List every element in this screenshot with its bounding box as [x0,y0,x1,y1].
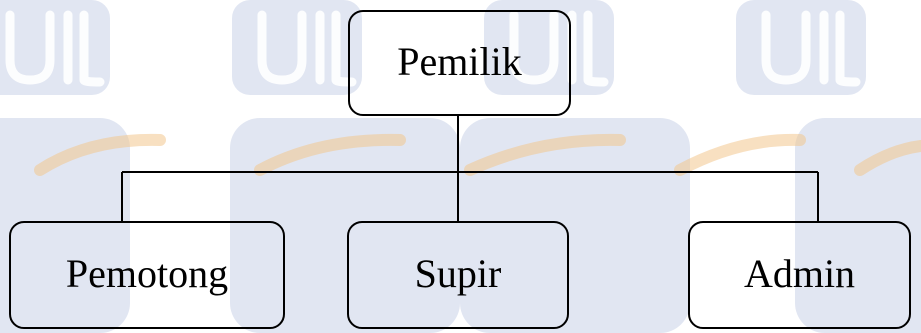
watermark-arc [34,133,166,176]
watermark-logo-tile [460,118,690,333]
node-pemotong: Pemotong [9,221,285,329]
node-box [688,221,911,329]
watermark-logo-tile [0,118,130,333]
node-label: Pemotong [66,251,228,296]
node-label: Supir [415,251,502,296]
watermark-arc [254,133,406,176]
node-label: Pemilik [397,39,521,84]
node-box [9,221,285,329]
node-supir: Supir [347,221,569,329]
node-box [347,221,569,329]
node-box [348,10,571,116]
watermark-logo-tile [795,118,921,333]
watermark-arc [464,133,626,176]
node-label: Admin [744,251,855,296]
watermark-logo-mark [509,10,609,87]
connector-lines [121,115,819,222]
node-admin: Admin [688,221,911,329]
node-pemilik: Pemilik [348,10,571,116]
watermark-arc [854,140,921,176]
watermark-logo-mark [5,10,105,87]
watermark-logo-mark [761,10,861,87]
watermark-arc [674,133,806,176]
watermark-logo-tile [230,118,460,333]
